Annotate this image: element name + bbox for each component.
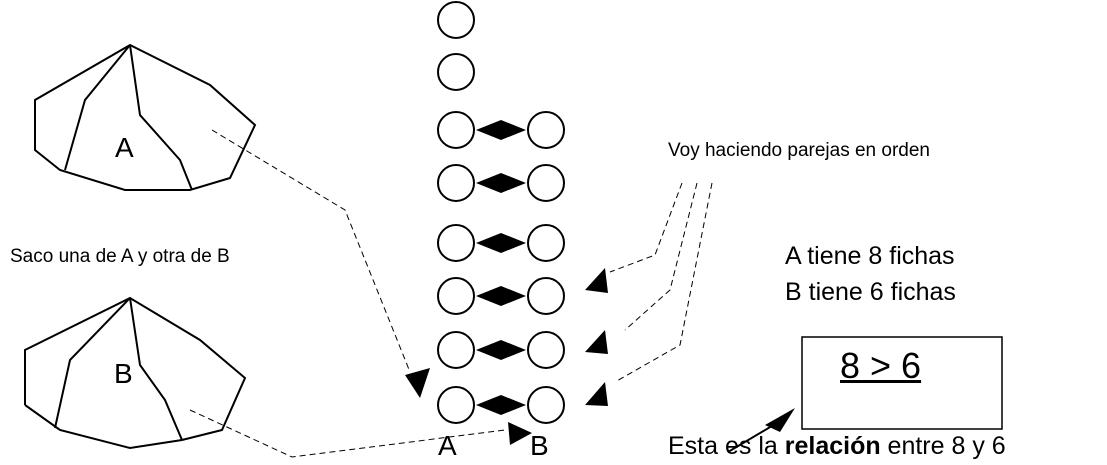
pair-connector-6	[476, 395, 526, 415]
token-a-2	[437, 53, 475, 91]
token-b-2	[527, 164, 565, 202]
pair-connector-2	[476, 173, 526, 193]
arrow-head-pair-1	[585, 268, 608, 293]
route-from-bag-b	[189, 409, 506, 458]
token-b-6	[527, 386, 565, 424]
token-a-8	[437, 386, 475, 424]
caption-arrow-shaft	[727, 419, 783, 453]
column-b-tokens	[527, 111, 565, 424]
arrow-head-pair-2	[585, 330, 608, 354]
column-b-label: B	[530, 430, 549, 461]
token-a-5	[437, 224, 475, 262]
relation-text: 8 > 6	[840, 345, 922, 386]
column-a-tokens	[437, 1, 475, 424]
pair-connector-3	[476, 233, 526, 253]
token-a-6	[437, 277, 475, 315]
token-a-4	[437, 164, 475, 202]
step-take-text: Saco una de A y otra de B	[10, 246, 230, 267]
arrow-heads	[405, 268, 795, 445]
arrow-head-pair-3	[585, 382, 608, 406]
bag-b-label: B	[114, 358, 133, 389]
bag-a	[34, 43, 257, 191]
arrow-head-b	[508, 422, 532, 445]
caption-suffix: entre 8 y 6	[880, 432, 1006, 460]
count-a-text: A tiene 8 fichas	[785, 242, 955, 270]
token-b-4	[527, 277, 565, 315]
relation-box	[801, 336, 1003, 430]
route-from-bag-a	[211, 129, 411, 373]
pair-connector-5	[476, 340, 526, 360]
bag-a-label: A	[115, 132, 134, 163]
step-pair-text: Voy haciendo parejas en orden	[668, 140, 930, 161]
pair-route-2	[624, 182, 698, 331]
bag-b	[24, 296, 247, 450]
pair-connectors	[476, 120, 526, 415]
column-a-label: A	[438, 430, 457, 461]
caption-text: Esta es la relación entre 8 y 6	[668, 432, 1006, 461]
token-b-1	[527, 111, 565, 149]
token-b-5	[527, 331, 565, 369]
token-a-1	[437, 1, 475, 39]
count-b-text: B tiene 6 fichas	[785, 278, 956, 306]
dashed-routes	[189, 129, 713, 458]
pair-connector-1	[476, 120, 526, 140]
token-a-7	[437, 331, 475, 369]
pair-route-1	[609, 182, 683, 273]
pair-connector-4	[476, 286, 526, 306]
token-b-3	[527, 224, 565, 262]
pair-route-3	[614, 182, 713, 383]
caption-prefix: Esta es la	[668, 432, 785, 460]
caption-bold-word: relación	[784, 432, 881, 460]
token-a-3	[437, 111, 475, 149]
arrow-head-a	[405, 368, 430, 398]
